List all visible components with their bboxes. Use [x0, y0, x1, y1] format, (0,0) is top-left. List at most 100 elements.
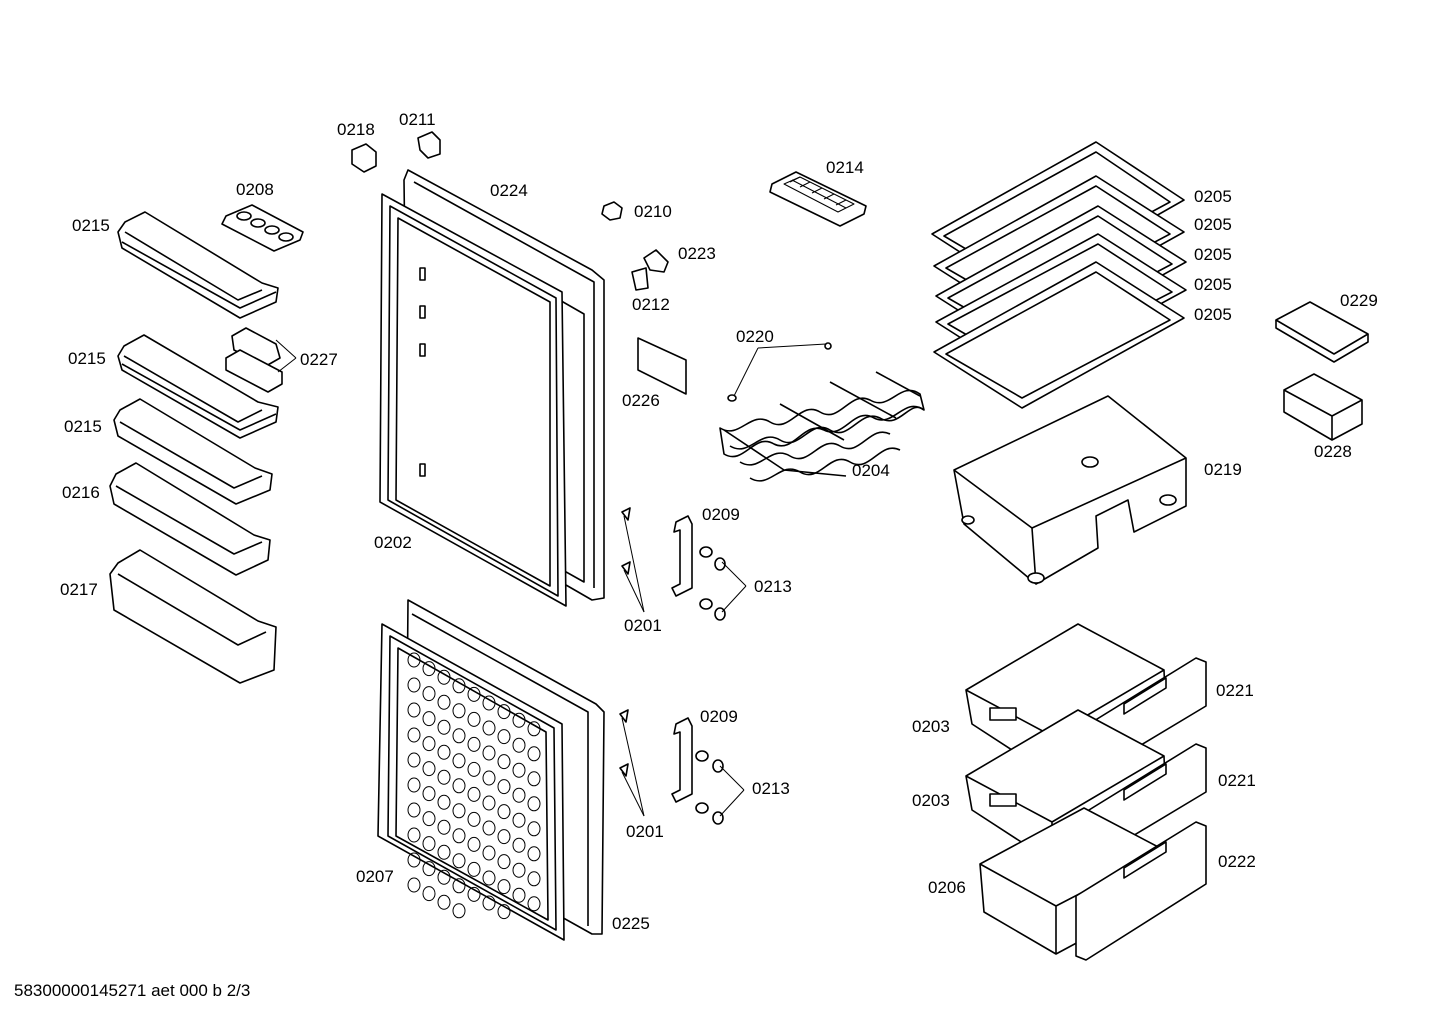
insulation-bubble — [497, 804, 511, 820]
cover-0229 — [1275, 301, 1369, 363]
insulation-bubble — [512, 887, 526, 903]
insulation-bubble — [407, 727, 421, 743]
insulation-bubble — [437, 794, 451, 810]
insulation-bubble — [512, 862, 526, 878]
insulation-bubble — [452, 878, 466, 894]
drawing-reference-number: 58300000145271 aet 000 b 2/3 — [14, 981, 251, 1000]
insulation-bubble — [482, 695, 496, 711]
insulation-bubble — [407, 827, 421, 843]
label-0220: 0220 — [736, 327, 774, 346]
insulation-bubble — [467, 836, 481, 852]
insulation-bubble — [407, 777, 421, 793]
box-0228 — [1283, 373, 1363, 441]
label-0209-lower: 0209 — [700, 707, 738, 726]
insulation-bubble — [482, 770, 496, 786]
insulation-bubble — [422, 711, 436, 727]
label-0224: 0224 — [490, 181, 528, 200]
insulation-bubble — [437, 719, 451, 735]
part-labels: 0218 0211 0224 0208 0215 0215 0215 0227 … — [60, 110, 1378, 933]
insulation-bubble — [437, 894, 451, 910]
ice-tray-0214 — [769, 171, 867, 227]
insulation-bubble — [482, 870, 496, 886]
insulation-bubble — [467, 686, 481, 702]
insulation-bubble — [497, 779, 511, 795]
insulation-bubble — [422, 886, 436, 902]
insulation-bubble — [527, 746, 541, 762]
insulation-bubble — [452, 828, 466, 844]
label-0229: 0229 — [1340, 291, 1378, 310]
label-0221-upper: 0221 — [1216, 681, 1254, 700]
label-0215-middle: 0215 — [68, 349, 106, 368]
label-0204: 0204 — [852, 461, 890, 480]
insulation-bubble — [422, 661, 436, 677]
insulation-bubble — [482, 820, 496, 836]
insulation-bubble — [497, 854, 511, 870]
hinge-cover-0218 — [351, 143, 377, 173]
label-0213-lower: 0213 — [752, 779, 790, 798]
insulation-bubble — [422, 686, 436, 702]
label-0205-4: 0205 — [1194, 275, 1232, 294]
insulation-bubble — [407, 652, 421, 668]
insulation-bubble — [512, 762, 526, 778]
butter-compartment-0227 — [225, 327, 283, 393]
wine-rack-parts-0220 — [727, 342, 832, 402]
label-0219: 0219 — [1204, 460, 1242, 479]
label-0203-upper: 0203 — [912, 717, 950, 736]
insulation-bubble — [437, 669, 451, 685]
upper-screws-0201 — [621, 507, 631, 575]
insulation-pattern — [407, 652, 541, 920]
insulation-bubble — [422, 836, 436, 852]
insulation-bubble — [482, 845, 496, 861]
insulation-bubble — [512, 812, 526, 828]
insulation-bubble — [512, 737, 526, 753]
label-0221-lower: 0221 — [1218, 771, 1256, 790]
insulation-bubble — [452, 728, 466, 744]
insulation-bubble — [407, 802, 421, 818]
label-0212: 0212 — [632, 295, 670, 314]
insulation-bubble — [407, 702, 421, 718]
insulation-bubble — [467, 861, 481, 877]
insulation-bubble — [482, 795, 496, 811]
door-shelf-0215-middle — [117, 334, 279, 439]
insulation-bubble — [497, 879, 511, 895]
insulation-bubble — [512, 837, 526, 853]
label-0203-lower: 0203 — [912, 791, 950, 810]
insulation-bubble — [467, 811, 481, 827]
label-0222: 0222 — [1218, 852, 1256, 871]
insulation-bubble — [422, 786, 436, 802]
insulation-bubble — [407, 852, 421, 868]
egg-tray-0208 — [221, 204, 304, 252]
label-0205-3: 0205 — [1194, 245, 1232, 264]
insulation-bubble — [437, 744, 451, 760]
insulation-bubble — [467, 786, 481, 802]
insulation-bubble — [467, 761, 481, 777]
upper-door-gasket-0202 — [379, 193, 567, 607]
insulation-bubble — [407, 877, 421, 893]
insulation-bubble — [437, 694, 451, 710]
label-0214: 0214 — [826, 158, 864, 177]
insulation-bubble — [452, 753, 466, 769]
insulation-bubble — [527, 771, 541, 787]
insulation-bubble — [422, 736, 436, 752]
drawer-front-0222 — [1075, 821, 1207, 961]
label-0217: 0217 — [60, 580, 98, 599]
insulation-bubble — [452, 903, 466, 919]
upper-handle-0209 — [671, 515, 693, 597]
leader-lines — [275, 339, 827, 817]
label-0206: 0206 — [928, 878, 966, 897]
insulation-bubble — [482, 745, 496, 761]
door-shelf-0217 — [109, 549, 277, 684]
insulation-bubble — [422, 761, 436, 777]
insulation-bubble — [482, 895, 496, 911]
insulation-bubble — [452, 678, 466, 694]
label-0201-lower: 0201 — [626, 822, 664, 841]
hinge-part-0210 — [601, 201, 623, 221]
label-0213-upper: 0213 — [754, 577, 792, 596]
insulation-bubble — [467, 711, 481, 727]
label-0208: 0208 — [236, 180, 274, 199]
door-shelf-0216 — [109, 462, 271, 576]
insulation-bubble — [527, 796, 541, 812]
label-0202: 0202 — [374, 533, 412, 552]
label-0216: 0216 — [62, 483, 100, 502]
label-0211: 0211 — [399, 110, 436, 129]
